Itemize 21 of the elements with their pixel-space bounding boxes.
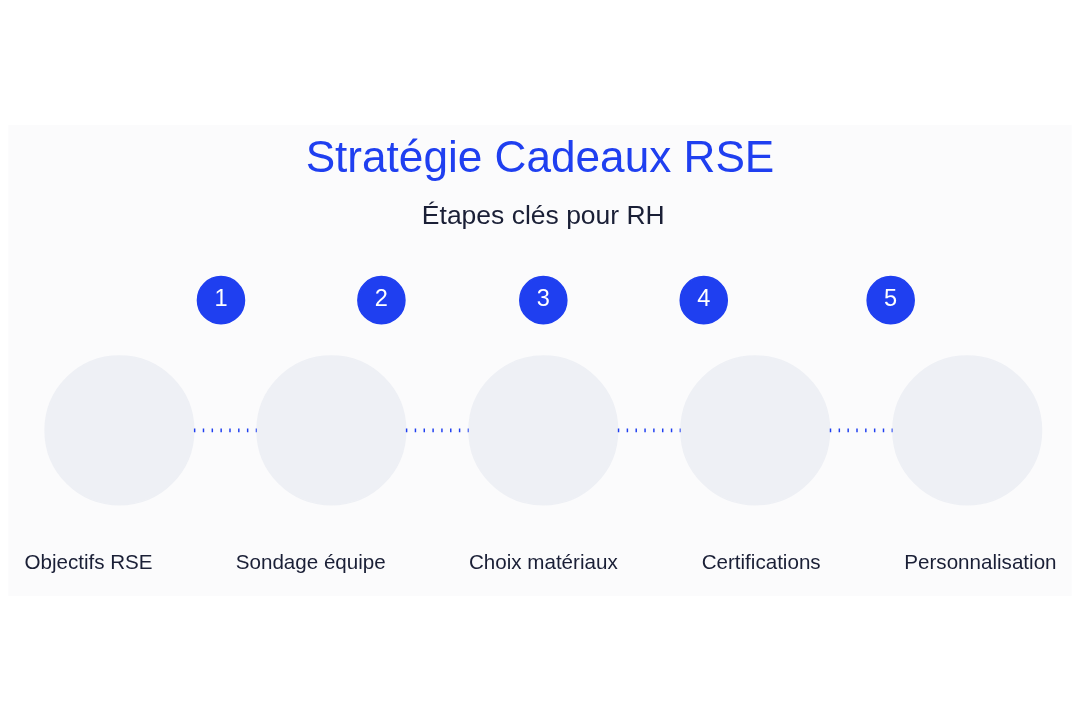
node-circle: 1 <box>196 275 246 324</box>
connector <box>405 428 469 432</box>
node-label: Choix matériaux <box>468 549 618 573</box>
node-circle: 4 <box>679 275 729 324</box>
node-circle: 3 <box>519 275 568 324</box>
diagram-title: Stratégie Cadeaux RSE <box>305 131 775 181</box>
node-circle <box>256 354 407 505</box>
connector <box>193 428 257 432</box>
node-circle: 5 <box>866 275 915 324</box>
node-label: Sondage équipe <box>235 549 386 573</box>
connector <box>617 428 681 432</box>
label: Étapes clés pour RH <box>421 199 665 230</box>
node-label: Certifications <box>701 549 821 573</box>
node-circle <box>680 354 831 505</box>
connector <box>829 428 893 432</box>
node-label: Personnalisation <box>904 549 1057 573</box>
node-circle <box>892 354 1043 505</box>
node-circle <box>44 354 195 505</box>
node-label: Objectifs RSE <box>24 549 153 573</box>
node-circle <box>468 354 619 505</box>
node-circle: 2 <box>357 275 406 324</box>
